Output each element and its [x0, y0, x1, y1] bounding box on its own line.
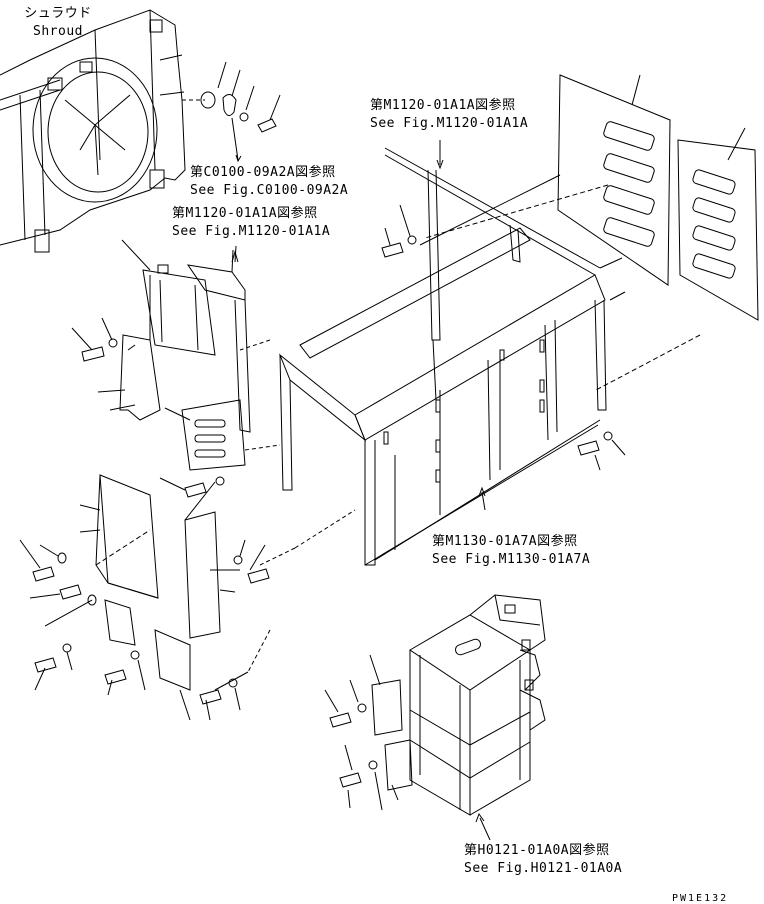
ref-m1130-jp: 第M1130-01A7A図参照 — [432, 534, 578, 549]
lower-left-panels — [79, 474, 296, 691]
shroud-hardware — [200, 61, 281, 163]
lower-left-bolts — [19, 539, 270, 721]
ref-c0100-en: See Fig.C0100-09A2A — [190, 183, 349, 198]
ref-m1120-top-en: See Fig.M1120-01A1A — [370, 116, 529, 131]
drawing-code: PW1E132 — [672, 893, 729, 904]
ref-m1120-top-jp: 第M1120-01A1A図参照 — [370, 98, 516, 113]
ref-m1130-en: See Fig.M1130-01A7A — [432, 552, 591, 567]
main-frame — [278, 147, 626, 566]
ref-m1120-left-en: See Fig.M1120-01A1A — [172, 224, 331, 239]
ref-c0100-jp: 第C0100-09A2A図参照 — [190, 165, 336, 180]
rear-panels — [424, 74, 759, 391]
stand-assembly — [371, 594, 546, 816]
shroud-assembly — [0, 9, 205, 253]
ref-m1120-left-jp: 第M1120-01A1A図参照 — [172, 206, 318, 221]
frame-bolts — [381, 140, 626, 511]
stand-bolts — [324, 654, 491, 841]
ref-h0121-jp: 第H0121-01A0A図参照 — [464, 843, 610, 858]
left-bolts-upper — [71, 317, 225, 521]
left-bracket-group — [119, 239, 281, 471]
shroud-label-jp: シュラウド — [24, 6, 92, 21]
shroud-label-en: Shroud — [33, 24, 83, 39]
ref-h0121-en: See Fig.H0121-01A0A — [464, 861, 623, 876]
